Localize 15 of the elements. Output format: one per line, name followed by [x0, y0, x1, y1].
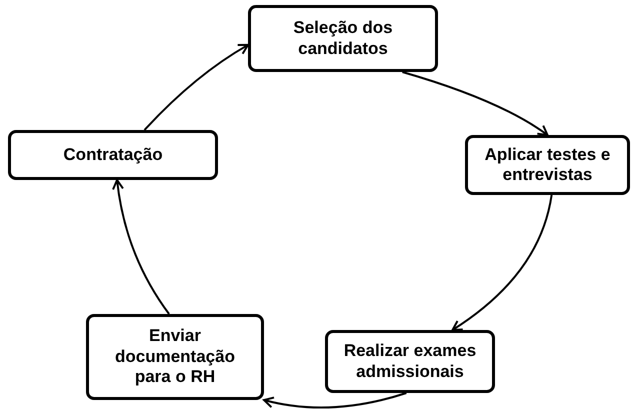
- curved-arrow: [263, 392, 407, 409]
- curved-arrow: [144, 44, 249, 131]
- step-label: Enviar documentação para o RH: [114, 326, 236, 388]
- step-label: Contratação: [63, 144, 163, 166]
- curved-arrow: [452, 194, 553, 331]
- process-box: [325, 330, 495, 393]
- curved-arrow: [402, 71, 548, 136]
- process-box: [465, 135, 630, 195]
- process-box: [8, 130, 218, 180]
- process-box: [86, 314, 264, 400]
- process-box: [248, 5, 438, 72]
- curved-arrow: [112, 179, 170, 315]
- step-label: Aplicar testes e entrevistas: [484, 144, 612, 186]
- step-label: Realizar exames admissionais: [342, 341, 478, 382]
- step-label: Seleção dos candidatos: [292, 18, 394, 59]
